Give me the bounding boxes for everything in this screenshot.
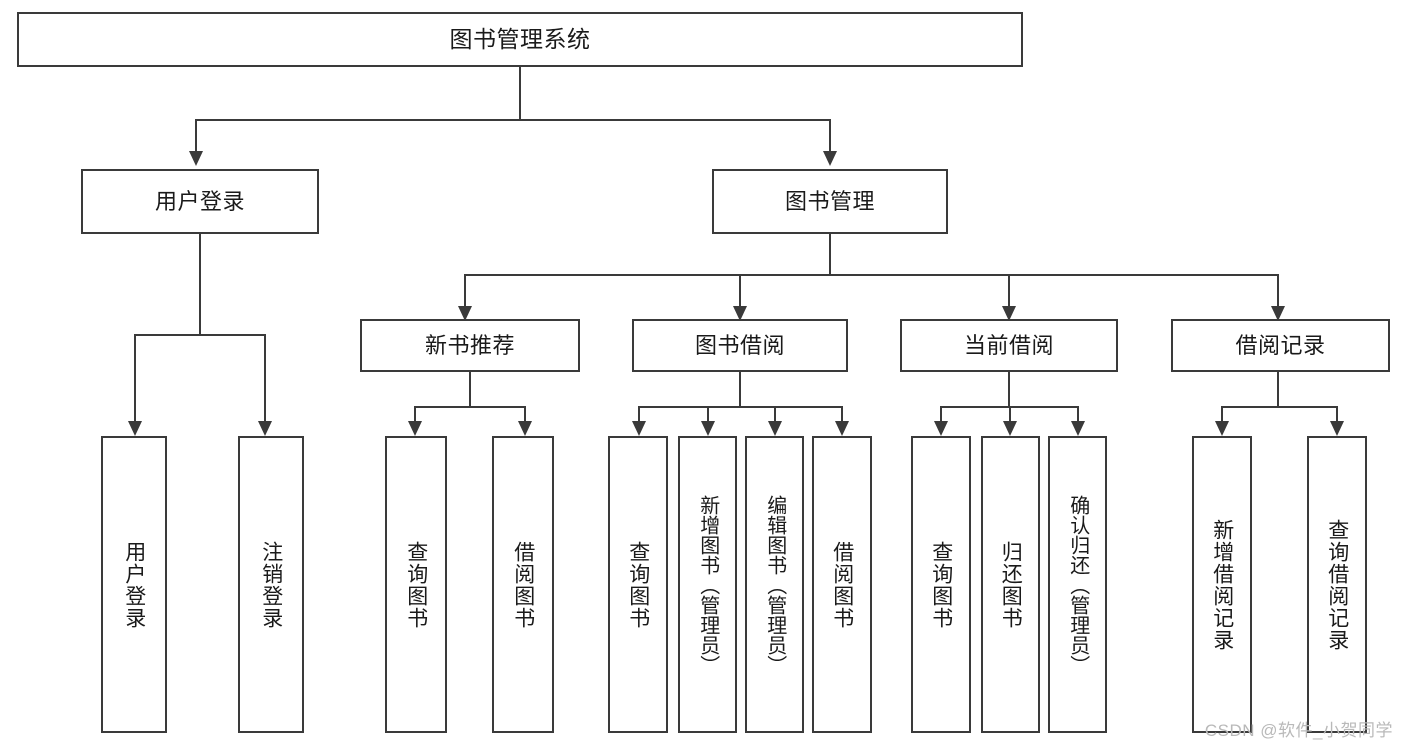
connector-nbr-child-2 bbox=[524, 406, 526, 421]
node-label: 查询图书 bbox=[929, 540, 953, 629]
node-label: 查询图书 bbox=[626, 540, 650, 629]
node-label: 图书借阅 bbox=[694, 332, 785, 358]
node-label: 注销登录 bbox=[259, 540, 283, 629]
node-leaf-query-book-2[interactable]: 查询图书 bbox=[608, 436, 668, 733]
arrow-leaf-confirm-return bbox=[1071, 421, 1085, 436]
arrow-leaf-logout bbox=[258, 421, 272, 436]
node-leaf-edit-book[interactable]: 编辑图书（管理员） bbox=[745, 436, 804, 733]
connector-to-borrow-record bbox=[1277, 274, 1279, 306]
node-book-borrow[interactable]: 图书借阅 bbox=[632, 319, 848, 372]
connector-new-book-recommend-stem bbox=[469, 372, 471, 407]
node-leaf-query-book-1[interactable]: 查询图书 bbox=[385, 436, 447, 733]
node-label: 编辑图书（管理员） bbox=[763, 494, 786, 675]
arrow-leaf-user-login bbox=[128, 421, 142, 436]
connector-to-book-management bbox=[829, 119, 831, 151]
arrow-leaf-add-book bbox=[701, 421, 715, 436]
connector-borrow-record-bus bbox=[1221, 406, 1337, 408]
connector-cb-child-1 bbox=[940, 406, 942, 421]
connector-to-book-borrow bbox=[739, 274, 741, 306]
connector-user-login-stem bbox=[199, 234, 201, 335]
node-leaf-logout[interactable]: 注销登录 bbox=[238, 436, 304, 733]
node-leaf-user-login[interactable]: 用户登录 bbox=[101, 436, 167, 733]
node-label: 借阅图书 bbox=[830, 540, 854, 629]
node-book-management-system[interactable]: 图书管理系统 bbox=[17, 12, 1023, 67]
node-label: 图书管理 bbox=[784, 188, 875, 214]
arrow-leaf-borrow-book-2 bbox=[835, 421, 849, 436]
arrow-leaf-return-book bbox=[1003, 421, 1017, 436]
arrow-leaf-borrow-book-1 bbox=[518, 421, 532, 436]
connector-br-child-2 bbox=[1336, 406, 1338, 421]
node-borrow-record[interactable]: 借阅记录 bbox=[1171, 319, 1390, 372]
node-new-book-recommend[interactable]: 新书推荐 bbox=[360, 319, 580, 372]
connector-cb-child-3 bbox=[1077, 406, 1079, 421]
node-label: 借阅图书 bbox=[511, 540, 535, 629]
node-label: 图书管理系统 bbox=[449, 26, 591, 53]
node-leaf-query-book-3[interactable]: 查询图书 bbox=[911, 436, 971, 733]
connector-book-borrow-stem bbox=[739, 372, 741, 407]
connector-to-new-book-recommend bbox=[464, 274, 466, 306]
node-book-management[interactable]: 图书管理 bbox=[712, 169, 948, 234]
node-leaf-confirm-return[interactable]: 确认归还（管理员） bbox=[1048, 436, 1107, 733]
arrow-to-book-management bbox=[823, 151, 837, 166]
node-label: 查询借阅记录 bbox=[1325, 518, 1349, 651]
connector-current-borrow-stem bbox=[1008, 372, 1010, 407]
node-label: 借阅记录 bbox=[1235, 332, 1326, 358]
arrow-leaf-add-record bbox=[1215, 421, 1229, 436]
node-label: 用户登录 bbox=[154, 188, 245, 214]
node-label: 当前借阅 bbox=[963, 332, 1054, 358]
arrow-to-borrow-record bbox=[1271, 306, 1285, 321]
arrow-leaf-query-book-2 bbox=[632, 421, 646, 436]
node-leaf-borrow-book-2[interactable]: 借阅图书 bbox=[812, 436, 872, 733]
connector-root-stem bbox=[519, 67, 521, 120]
arrow-to-current-borrow bbox=[1002, 306, 1016, 321]
node-label: 查询图书 bbox=[404, 540, 428, 629]
arrow-to-new-book-recommend bbox=[458, 306, 472, 321]
arrow-leaf-query-record bbox=[1330, 421, 1344, 436]
connector-bb-child-2 bbox=[707, 406, 709, 421]
connector-to-current-borrow bbox=[1008, 274, 1010, 306]
connector-new-book-recommend-bus bbox=[414, 406, 525, 408]
connector-book-management-stem bbox=[829, 234, 831, 275]
node-label: 新增借阅记录 bbox=[1210, 518, 1234, 651]
node-label: 新书推荐 bbox=[424, 332, 515, 358]
connector-cb-child-2 bbox=[1009, 406, 1011, 421]
arrow-leaf-query-book-1 bbox=[408, 421, 422, 436]
connector-user-login-right bbox=[264, 334, 266, 421]
connector-borrow-record-stem bbox=[1277, 372, 1279, 407]
node-leaf-query-record[interactable]: 查询借阅记录 bbox=[1307, 436, 1367, 733]
node-current-borrow[interactable]: 当前借阅 bbox=[900, 319, 1118, 372]
connector-br-child-1 bbox=[1221, 406, 1223, 421]
connector-nbr-child-1 bbox=[414, 406, 416, 421]
node-label: 确认归还（管理员） bbox=[1066, 494, 1089, 675]
connector-bb-child-4 bbox=[841, 406, 843, 421]
node-leaf-add-record[interactable]: 新增借阅记录 bbox=[1192, 436, 1252, 733]
connector-to-user-login bbox=[195, 119, 197, 151]
connector-user-login-bus bbox=[134, 334, 265, 336]
connector-user-login-left bbox=[134, 334, 136, 421]
node-leaf-return-book[interactable]: 归还图书 bbox=[981, 436, 1040, 733]
arrow-to-user-login bbox=[189, 151, 203, 166]
connector-book-borrow-bus bbox=[638, 406, 842, 408]
arrow-leaf-edit-book bbox=[768, 421, 782, 436]
connector-level3-bus bbox=[464, 274, 1278, 276]
node-label: 新增图书（管理员） bbox=[696, 494, 719, 675]
node-user-login[interactable]: 用户登录 bbox=[81, 169, 319, 234]
node-label: 用户登录 bbox=[122, 540, 146, 629]
node-leaf-add-book[interactable]: 新增图书（管理员） bbox=[678, 436, 737, 733]
connector-level2-bus bbox=[195, 119, 831, 121]
arrow-leaf-query-book-3 bbox=[934, 421, 948, 436]
watermark-text: CSDN @软件_小贺同学 bbox=[1204, 721, 1393, 740]
node-leaf-borrow-book-1[interactable]: 借阅图书 bbox=[492, 436, 554, 733]
arrow-to-book-borrow bbox=[733, 306, 747, 321]
node-label: 归还图书 bbox=[999, 540, 1023, 629]
connector-bb-child-3 bbox=[774, 406, 776, 421]
connector-bb-child-1 bbox=[638, 406, 640, 421]
